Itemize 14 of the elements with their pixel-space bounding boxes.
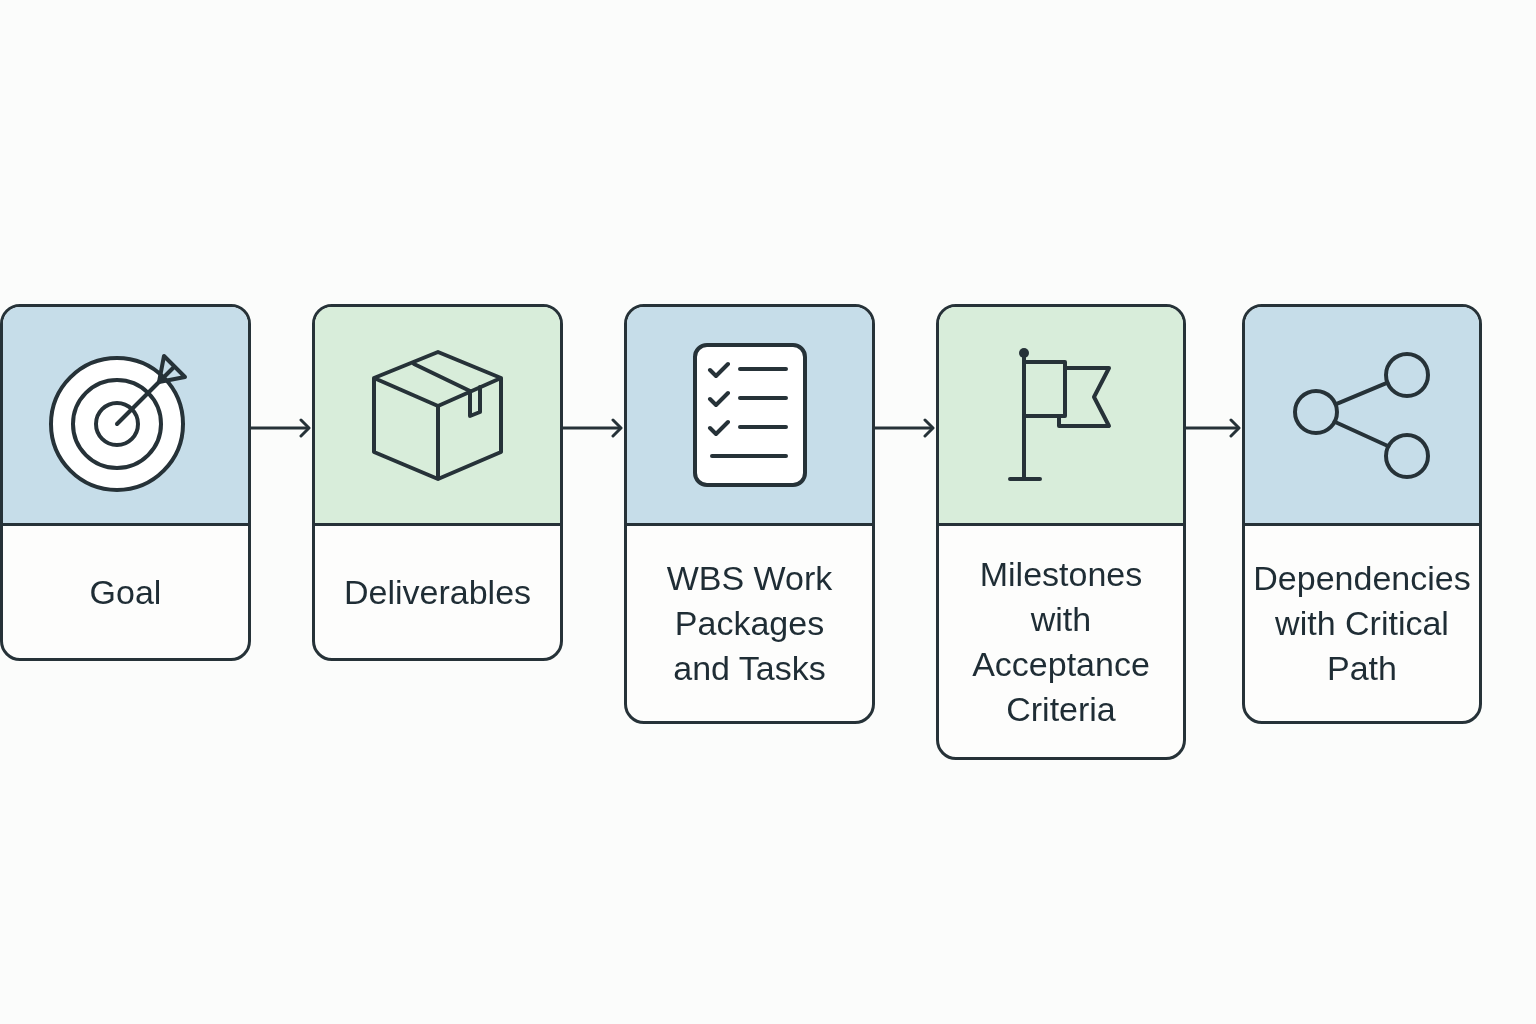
arrow [563, 418, 623, 438]
process-card [624, 304, 875, 724]
card-label: Goal [89, 571, 162, 613]
process-card [936, 304, 1186, 760]
card-label: Milestones with Acceptance Criteria [971, 553, 1151, 730]
card-label: Dependencies with Critical Path [1252, 558, 1472, 689]
card-label: WBS Work Packages and Tasks [665, 558, 834, 689]
process-card [312, 304, 563, 661]
arrow [875, 418, 935, 438]
card-label: Deliverables [343, 571, 532, 613]
process-card [1242, 304, 1482, 724]
process-card [0, 304, 251, 661]
arrow [251, 418, 311, 438]
arrow [1186, 418, 1241, 438]
